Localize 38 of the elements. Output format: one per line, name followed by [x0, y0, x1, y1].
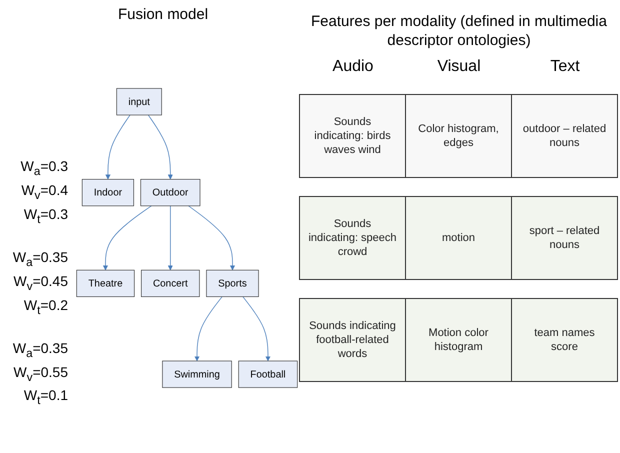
- section-heading: Features per modality (defined in multimedia descriptor ontologies): [310, 12, 608, 50]
- column-header: Text: [549, 58, 581, 76]
- arrow: [105, 114, 130, 180]
- table-cell: motion: [405, 196, 512, 280]
- arrow: [102, 206, 152, 270]
- weight-label: W$_{t}$=0.3: [22, 204, 68, 228]
- process-box: Concert: [141, 270, 200, 298]
- process-box: Sports: [206, 270, 259, 298]
- process-box: Theatre: [76, 270, 135, 298]
- arrow: [242, 296, 271, 362]
- weight-label: W$_{t}$=0.2: [22, 296, 68, 318]
- table-cell: team names score: [511, 298, 618, 382]
- process-box: Outdoor: [140, 178, 200, 206]
- weight-label: W$_{t}$=0.1: [22, 386, 68, 410]
- table-cell: Sounds indicating: birds waves wind: [299, 94, 406, 178]
- weight-label: W$_{a}$=0.3: [20, 157, 68, 180]
- table-cell: Motion color histogram: [405, 298, 512, 382]
- table-cell: outdoor – related nouns: [511, 94, 618, 178]
- process-box: Football: [238, 360, 298, 388]
- arrow: [168, 206, 173, 270]
- table-cell: sport – related nouns: [511, 196, 618, 280]
- weight-label: W$_{v}$=0.4: [20, 180, 68, 204]
- weight-label: W$_{a}$=0.35: [12, 338, 68, 362]
- column-header: Visual: [436, 58, 482, 76]
- process-box: input: [116, 88, 162, 116]
- weight-label: W$_{v}$=0.55: [12, 362, 68, 386]
- process-box: Swimming: [162, 360, 232, 388]
- table-cell: Sounds indicating football-related words: [299, 298, 406, 382]
- arrow: [194, 296, 222, 362]
- process-box: Indoor: [82, 178, 134, 206]
- weight-label: W$_{v}$=0.45: [12, 272, 68, 295]
- weight-label: W$_{a}$=0.35: [12, 248, 68, 271]
- table-cell: Color histogram, edges: [405, 94, 512, 178]
- column-header: Audio: [332, 58, 374, 76]
- arrow: [188, 206, 236, 270]
- arrow: [148, 114, 173, 180]
- table-cell: Sounds indicating: speech crowd: [299, 196, 406, 280]
- diagram-title: Fusion model: [118, 6, 208, 23]
